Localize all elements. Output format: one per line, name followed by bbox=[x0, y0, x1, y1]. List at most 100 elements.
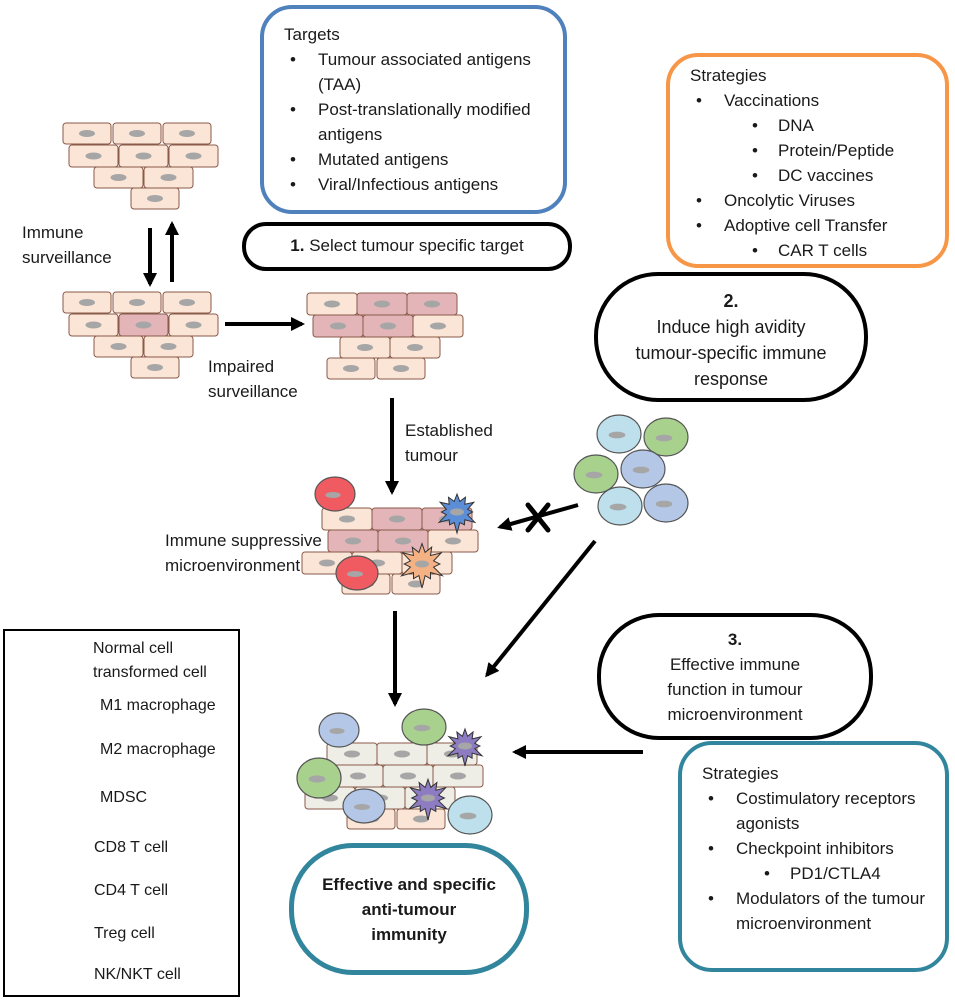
cd4-t-cell bbox=[573, 454, 619, 494]
targets-title: Targets bbox=[284, 25, 340, 44]
normal-cell bbox=[376, 357, 426, 380]
legend-label-nk-nkt-cell: NK/NKT cell bbox=[94, 966, 181, 983]
normal-cell bbox=[427, 529, 479, 553]
normal-cell bbox=[382, 764, 434, 788]
normal-cell bbox=[62, 122, 112, 145]
outcome-text: Effective and specific anti-tumour immun… bbox=[322, 875, 496, 944]
legend-label-treg-cell: Treg cell bbox=[94, 925, 155, 942]
transformed-cell bbox=[356, 292, 408, 316]
step1-number: 1. bbox=[290, 236, 305, 255]
nk-nkt-cell bbox=[447, 795, 493, 835]
m2-macrophage bbox=[437, 492, 477, 535]
legend-box: Normal cell transformed cell M1 macrophage… bbox=[3, 629, 240, 997]
label-established-tumour: Established tumour bbox=[405, 421, 493, 465]
list-item: Vaccinations bbox=[690, 88, 935, 113]
legend-label-normal-cell: Normal cell bbox=[93, 640, 174, 657]
normal-cell bbox=[339, 336, 391, 359]
arrows-layer bbox=[143, 221, 643, 759]
nk-nkt-cell bbox=[597, 486, 643, 526]
cd8-t-cell bbox=[342, 788, 386, 824]
legend-label-mdsc: MDSC bbox=[100, 789, 148, 806]
normal-cell bbox=[62, 291, 112, 314]
cd8-t-cell bbox=[318, 712, 360, 748]
step1-text: Select tumour specific target bbox=[309, 236, 524, 255]
label-immune-suppressive: Immune suppressive microenvironment bbox=[165, 531, 322, 575]
normal-cell bbox=[68, 144, 119, 168]
normal-cell bbox=[389, 336, 441, 359]
arrow-cells-to-tumour bbox=[485, 539, 597, 678]
normal-cell bbox=[162, 122, 212, 145]
transformed-cell bbox=[406, 292, 458, 316]
normal-cell bbox=[321, 507, 373, 531]
list-item: Post-translationally modified antigens bbox=[284, 97, 549, 147]
strategies-top-box: Strategies VaccinationsDNAProtein/Peptid… bbox=[666, 53, 949, 268]
list-item: Protein/Peptide bbox=[690, 138, 935, 163]
step3-text: Effective immune function in tumour micr… bbox=[667, 655, 803, 724]
targets-box: Targets Tumour associated antigens (TAA)… bbox=[260, 5, 567, 214]
normal-cell bbox=[143, 335, 194, 358]
normal-cell bbox=[93, 335, 144, 358]
list-item: Costimulatory receptors agonists bbox=[702, 786, 937, 836]
legend-label-cd4-t-cell: CD4 T cell bbox=[94, 882, 169, 899]
strategies-bottom-list: Costimulatory receptors agonistsCheckpoi… bbox=[702, 786, 937, 936]
strategies-top-title: Strategies bbox=[690, 66, 767, 85]
list-item: Checkpoint inhibitors bbox=[702, 836, 937, 861]
step3-box: 3. Effective immune function in tumour m… bbox=[597, 613, 873, 740]
normal-cell bbox=[118, 144, 169, 168]
step2-number: 2. bbox=[723, 291, 739, 311]
list-item: PD1/CTLA4 bbox=[702, 861, 937, 886]
normal-cell bbox=[112, 122, 162, 145]
normal-cell bbox=[168, 144, 219, 168]
cells-layer bbox=[62, 122, 689, 835]
normal-cell bbox=[93, 166, 144, 189]
treg-cell bbox=[314, 476, 356, 512]
label-immune-surveillance: Immune surveillance bbox=[22, 223, 112, 267]
block-x-icon bbox=[525, 502, 551, 533]
strategies-top-list: VaccinationsDNAProtein/PeptideDC vaccine… bbox=[690, 88, 935, 263]
cd4-t-cell bbox=[643, 417, 689, 457]
transformed-cell bbox=[362, 314, 414, 338]
normal-cell bbox=[326, 357, 376, 380]
normal-cell bbox=[376, 742, 428, 766]
list-item: CAR T cells bbox=[690, 238, 935, 263]
normal-cell bbox=[112, 291, 162, 314]
normal-cell bbox=[432, 764, 484, 788]
outcome-box: Effective and specific anti-tumour immun… bbox=[289, 843, 529, 975]
targets-list: Tumour associated antigens (TAA)Post-tra… bbox=[284, 47, 549, 197]
nk-nkt-cell bbox=[596, 414, 642, 454]
list-item: DC vaccines bbox=[690, 163, 935, 188]
m1-macrophage bbox=[407, 777, 449, 821]
transformed-cell bbox=[327, 529, 379, 553]
step3-number: 3. bbox=[727, 630, 743, 649]
transformed-cell bbox=[118, 313, 169, 337]
normal-cell bbox=[412, 314, 464, 338]
list-item: DNA bbox=[690, 113, 935, 138]
normal-cell bbox=[306, 292, 358, 316]
strategies-bottom-title: Strategies bbox=[702, 764, 779, 783]
normal-cell bbox=[130, 356, 180, 379]
cd4-t-cell bbox=[296, 757, 342, 799]
normal-cell bbox=[143, 166, 194, 189]
list-item: Oncolytic Viruses bbox=[690, 188, 935, 213]
mdsc bbox=[399, 542, 445, 589]
label-impaired-surveillance: Impaired surveillance bbox=[208, 357, 298, 401]
normal-cell bbox=[396, 808, 446, 830]
transformed-cell bbox=[312, 314, 364, 338]
normal-cell bbox=[68, 313, 119, 337]
step1-box: 1. Select tumour specific target bbox=[242, 222, 572, 271]
legend-label-cd8-t-cell: CD8 T cell bbox=[94, 839, 169, 856]
list-item: Adoptive cell Transfer bbox=[690, 213, 935, 238]
strategies-bottom-box: Strategies Costimulatory receptors agoni… bbox=[678, 741, 949, 972]
legend-label-transformed-cell: transformed cell bbox=[93, 664, 207, 681]
cd8-t-cell bbox=[620, 449, 666, 489]
normal-cell bbox=[168, 313, 219, 337]
m1-macrophage bbox=[446, 727, 484, 767]
list-item: Mutated antigens bbox=[284, 147, 549, 172]
transformed-cell bbox=[371, 507, 423, 531]
legend-label-m2-macrophage: M2 macrophage bbox=[100, 741, 216, 758]
list-item: Modulators of the tumour microenvironmen… bbox=[702, 886, 937, 936]
cd4-t-cell bbox=[401, 708, 447, 746]
step2-box: 2. Induce high avidity tumour-specific i… bbox=[594, 272, 868, 402]
cd8-t-cell bbox=[643, 483, 689, 523]
legend-label-m1-macrophage: M1 macrophage bbox=[100, 697, 216, 714]
